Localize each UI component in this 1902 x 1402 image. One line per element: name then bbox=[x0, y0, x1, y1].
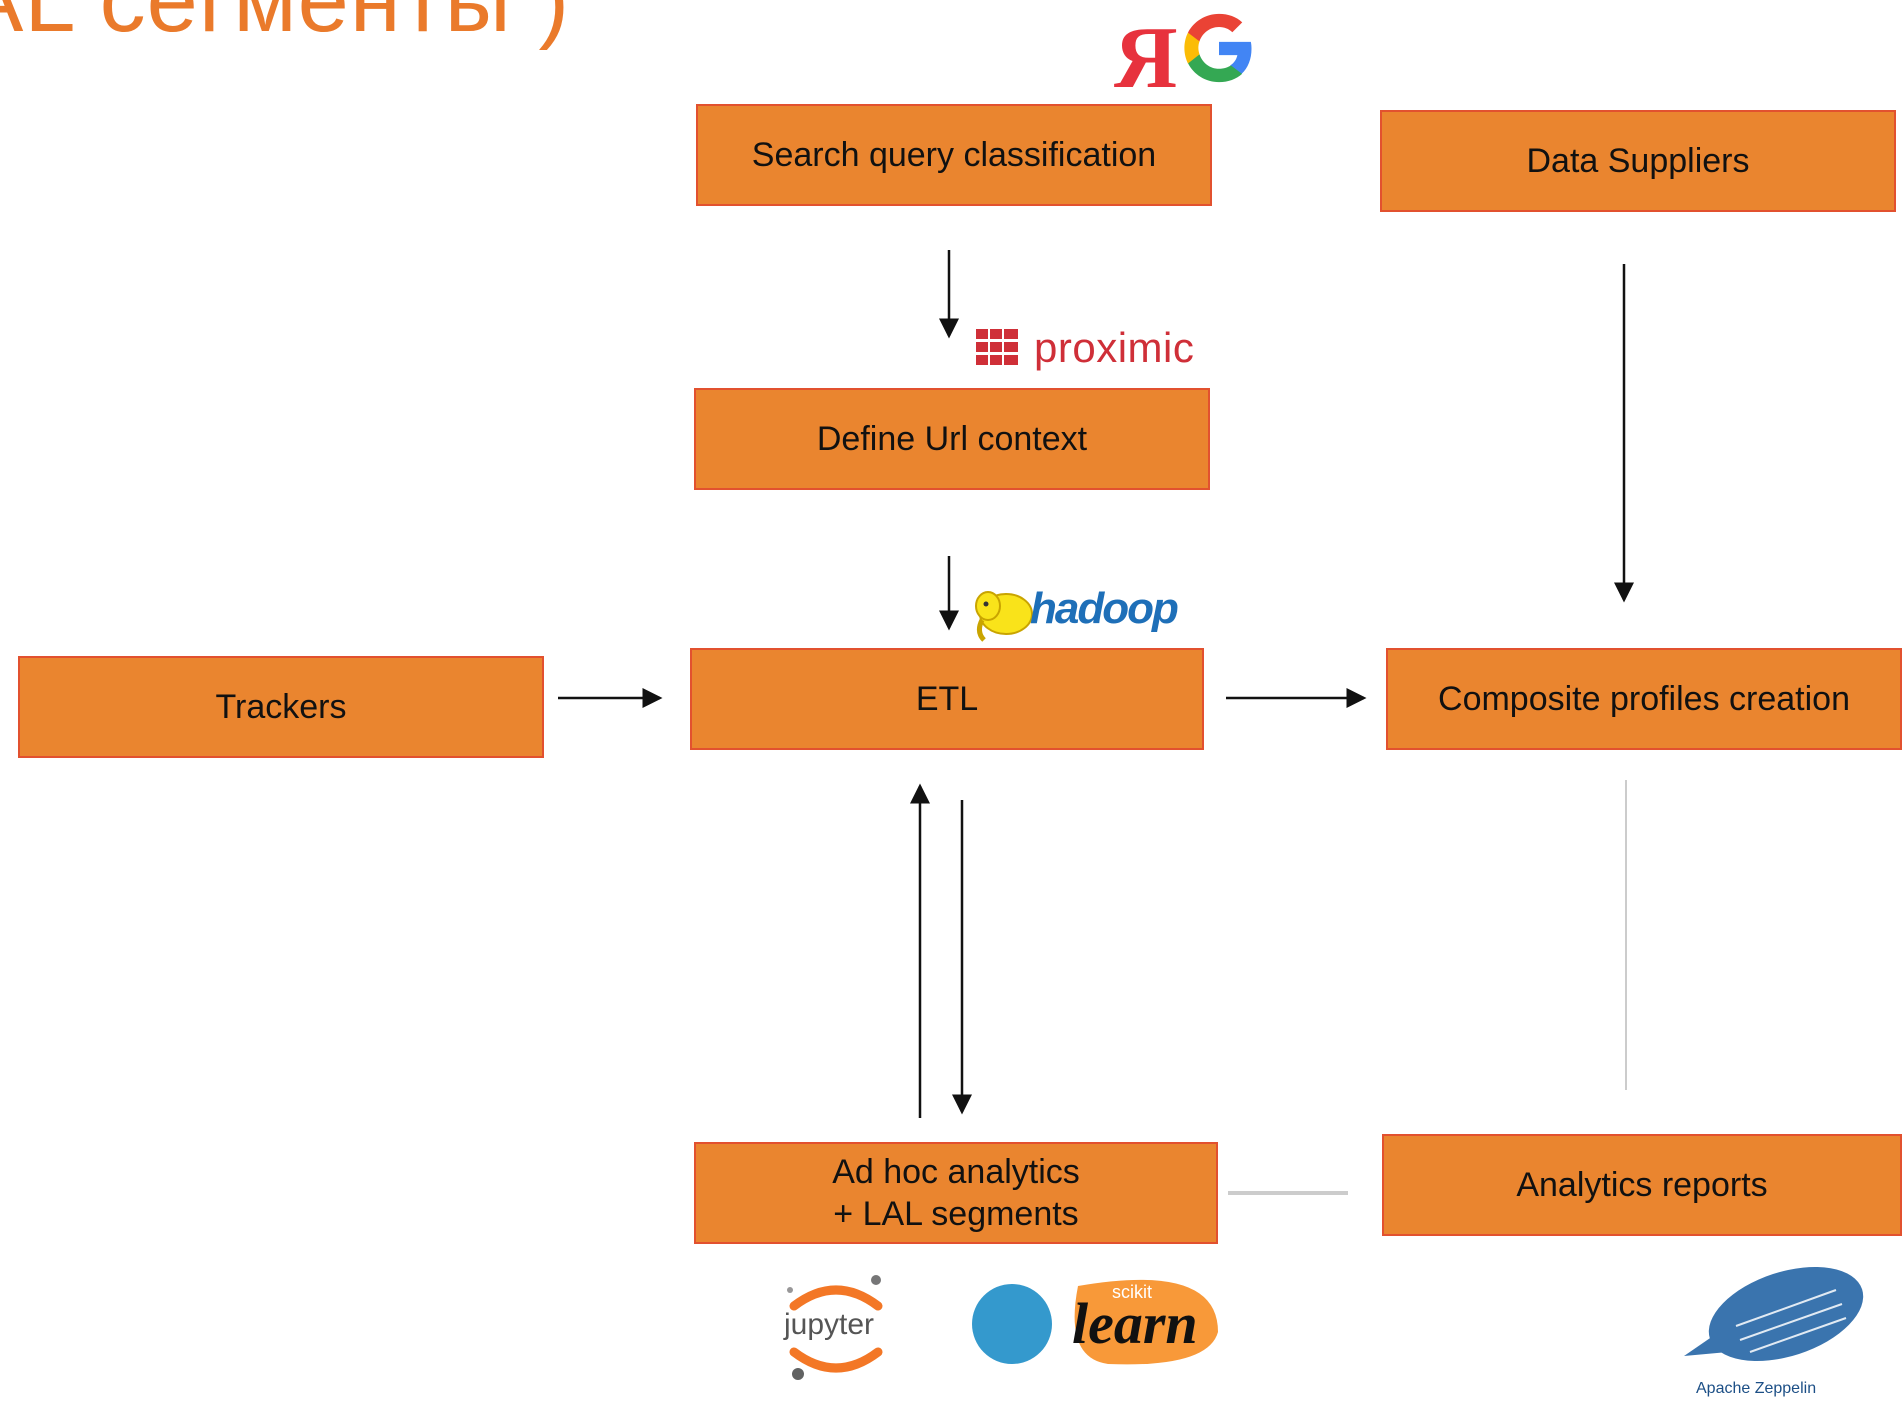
zeppelin-text: Apache Zeppelin bbox=[1696, 1380, 1817, 1397]
hadoop-elephant-icon bbox=[975, 591, 1033, 642]
node-trackers: Trackers bbox=[18, 656, 544, 758]
jupyter-logo: jupyter bbox=[776, 1272, 896, 1382]
node-label: Search query classification bbox=[751, 136, 1157, 174]
node-search-query-classification: Search query classification bbox=[696, 104, 1212, 206]
google-logo bbox=[1180, 8, 1258, 93]
node-label: Trackers bbox=[215, 688, 347, 726]
node-etl: ETL bbox=[690, 648, 1204, 750]
learn-text: learn bbox=[1072, 1291, 1198, 1356]
node-composite-profiles-creation: Composite profiles creation bbox=[1386, 648, 1902, 750]
node-label: Define Url context bbox=[816, 420, 1088, 458]
node-label: Data Suppliers bbox=[1526, 142, 1750, 180]
slide-title: AL сегменты ) bbox=[0, 0, 571, 51]
node-data-suppliers: Data Suppliers bbox=[1380, 110, 1896, 212]
proximic-grid-icon bbox=[976, 329, 1018, 365]
scikit-learn-icon bbox=[972, 1279, 1218, 1365]
node-ad-hoc-analytics: Ad hoc analytics + LAL segments bbox=[694, 1142, 1218, 1244]
node-label: ETL bbox=[915, 680, 979, 718]
node-label: Ad hoc analytics + LAL segments bbox=[832, 1153, 1080, 1233]
scikit-text: scikit bbox=[1112, 1282, 1152, 1302]
apache-zeppelin-logo: Apache Zeppelin bbox=[1676, 1256, 1876, 1397]
node-analytics-reports: Analytics reports bbox=[1382, 1134, 1902, 1236]
proximic-text: proximic bbox=[1034, 324, 1195, 371]
hadoop-text: hadoop bbox=[1030, 584, 1179, 633]
scikit-learn-logo: scikit learn bbox=[968, 1272, 1228, 1372]
zeppelin-airship-icon bbox=[1684, 1267, 1864, 1361]
node-define-url-context: Define Url context bbox=[694, 388, 1210, 490]
proximic-logo: proximic bbox=[976, 324, 1194, 372]
node-label: Composite profiles creation bbox=[1438, 680, 1850, 718]
hadoop-logo: hadoop bbox=[968, 584, 1208, 644]
node-label: Analytics reports bbox=[1516, 1166, 1768, 1204]
jupyter-orbit-icon bbox=[787, 1275, 883, 1380]
yandex-logo: Я bbox=[1114, 10, 1178, 107]
jupyter-text: jupyter bbox=[784, 1308, 875, 1341]
